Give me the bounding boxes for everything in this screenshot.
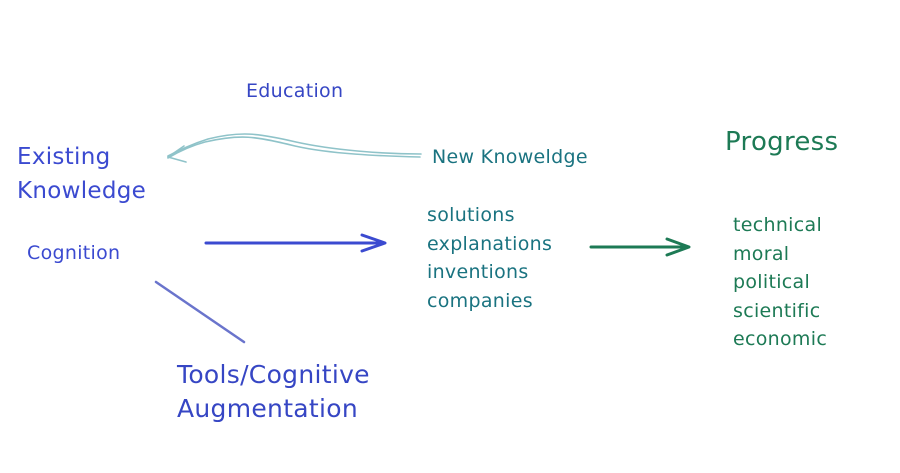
education-arrow [167,133,422,163]
tools-augmentation-label: Tools/Cognitive Augmentation [177,358,370,426]
list-item: explanations [427,232,553,255]
list-item: scientific [733,299,821,322]
education-label: Education [246,80,344,102]
existing-knowledge-line2: Knowledge [17,178,147,204]
list-item: political [733,271,811,293]
existing-knowledge-line1: Existing [17,144,111,170]
list-item: technical [733,214,823,236]
list-item: solutions [427,204,515,226]
cognition-label: Cognition [27,242,121,264]
tools-label-line2: Augmentation [177,394,359,423]
cognition-arrow [204,233,387,253]
progress-types-list: technical moral political scientific eco… [733,211,827,354]
progress-label: Progress [725,127,839,157]
list-item: economic [733,328,828,350]
existing-knowledge-label: Existing Knowledge [17,140,146,208]
tools-label-line1: Tools/Cognitive [177,360,370,389]
tools-connector [154,280,246,344]
list-item: companies [427,289,533,312]
list-item: moral [733,242,790,265]
outputs-list: solutions explanations inventions compan… [427,201,552,315]
progress-arrow [589,237,691,257]
list-item: inventions [427,261,529,283]
new-knowledge-label: New Knoweldge [432,146,588,168]
